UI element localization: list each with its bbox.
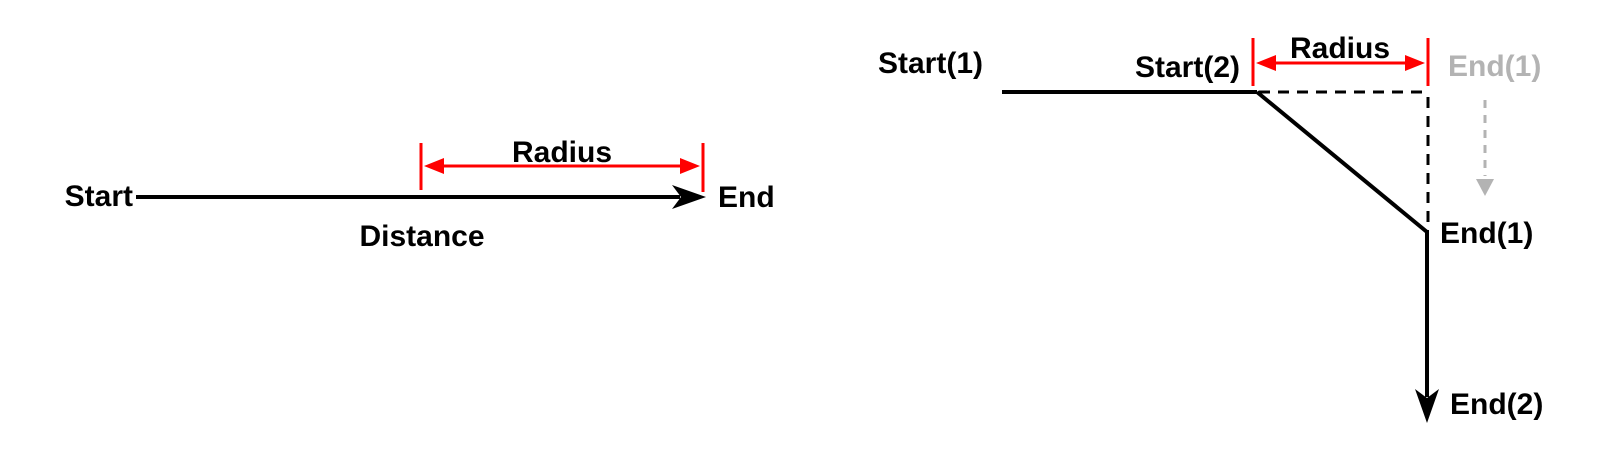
ghost-move-arrowhead-icon	[1476, 179, 1494, 196]
two-segment-diagram: Start(1) Start(2) Radius End(1) End(1) E…	[878, 32, 1543, 423]
path-arrowhead-icon	[672, 185, 706, 209]
end-label: End	[718, 181, 775, 214]
single-segment-diagram: Start End Radius Distance	[65, 136, 775, 253]
radius-arrowhead-left-icon	[424, 158, 444, 174]
end2-label: End(2)	[1450, 388, 1543, 421]
radius-arrowhead-right-icon	[1405, 55, 1425, 71]
segment2-arrowhead-icon	[1415, 389, 1439, 423]
radius-label: Radius	[1290, 32, 1390, 65]
segment1-diagonal-line	[1255, 90, 1429, 234]
radius-arrowhead-left-icon	[1256, 55, 1276, 71]
start-label: Start	[65, 180, 133, 213]
radius-arrowhead-right-icon	[680, 158, 700, 174]
distance-label: Distance	[359, 220, 484, 253]
start1-label: Start(1)	[878, 47, 983, 80]
radius-label: Radius	[512, 136, 612, 169]
end1-ghost-label: End(1)	[1448, 50, 1541, 83]
start2-label: Start(2)	[1135, 51, 1240, 84]
end1-label: End(1)	[1440, 217, 1533, 250]
